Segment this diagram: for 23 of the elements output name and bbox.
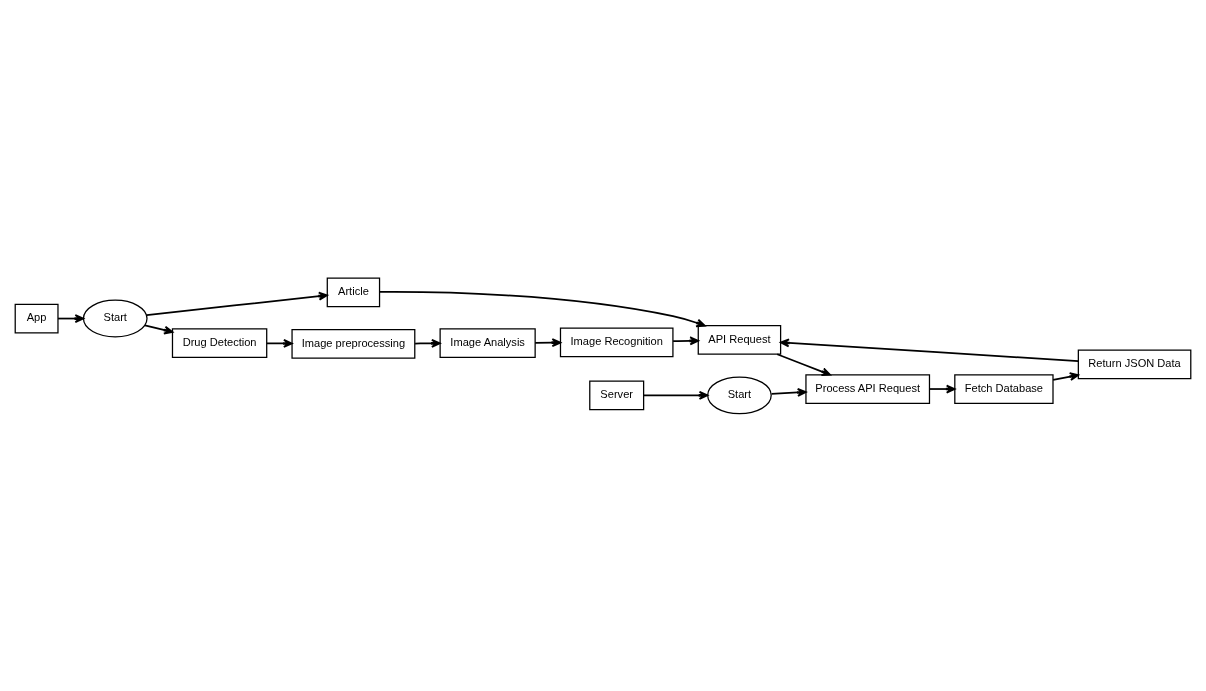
arrow <box>776 352 831 376</box>
node-box: Return JSON Data <box>1077 349 1192 379</box>
node-box: API Request <box>697 324 782 355</box>
node-box: Image preprocessing <box>291 328 416 359</box>
node-box: App <box>14 303 59 333</box>
node-box: Drug Detection <box>171 327 268 358</box>
node-box: Image Recognition <box>559 326 674 357</box>
node-box: Server <box>589 379 645 410</box>
node-box: Article <box>326 277 381 307</box>
node-box: Fetch Database <box>954 373 1054 404</box>
arrow <box>1052 371 1079 381</box>
node-box: Image Analysis <box>439 327 536 358</box>
arrow <box>534 337 562 347</box>
node-box: Process API Request <box>805 373 931 404</box>
arrow <box>770 387 807 397</box>
arrow <box>672 335 700 345</box>
arrow <box>144 324 174 334</box>
arrow <box>378 290 706 327</box>
node-ellipse: Start <box>82 299 148 338</box>
node-ellipse: Start <box>707 375 772 414</box>
arrow <box>780 338 1080 362</box>
arrow <box>145 291 328 316</box>
arrow <box>642 390 709 400</box>
